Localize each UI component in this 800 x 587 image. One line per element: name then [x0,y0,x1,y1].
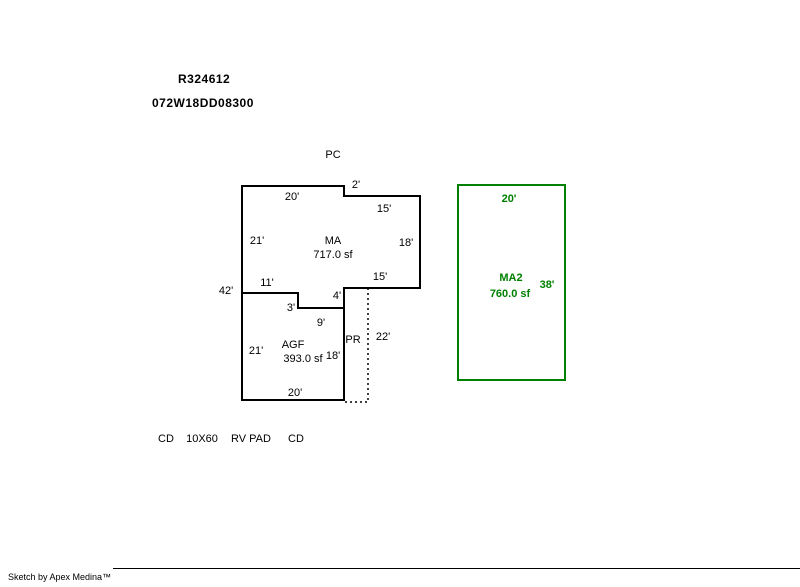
cd-left-label: CD [158,433,174,445]
left-total-dim: 42' [218,285,234,297]
agf-left-dim: 21' [248,345,264,357]
ma-step-dim: 2' [351,179,361,191]
ma-upper-right-dim: 15' [376,203,392,215]
agf-top-dim: 11' [260,277,274,289]
ma-lower-right-dim: 4' [332,290,342,302]
ma2-outline [457,184,566,381]
agf-bottom-dim: 20' [287,387,303,399]
pr-dim: 22' [375,331,391,343]
record-id-label: R324612 [178,72,231,86]
pr-dotted-line [344,288,369,403]
cd-right-label: CD [288,433,304,445]
ma2-right-dim: 38' [539,279,555,291]
main-building-outline [241,185,421,401]
ma-agf-division-line [242,292,344,309]
ma2-area-label: 760.0 sf [489,288,531,300]
ma-top-dim: 20' [284,191,300,203]
ma2-label: MA2 [499,272,523,284]
pc-label: PC [325,149,341,161]
ma-right-dim: 18' [398,237,414,249]
ma-area-label: 717.0 sf [313,249,353,261]
ma2-top-dim: 20' [501,193,517,205]
ma-label: MA [324,235,342,247]
agf-step-down-dim: 3' [286,302,296,314]
footer-divider [113,568,800,569]
rv-pad-label: RV PAD [231,433,271,445]
agf-right-dim: 18' [325,350,341,362]
agf-area-label: 393.0 sf [283,353,323,365]
size-label: 10X60 [186,433,218,445]
parcel-id-label: 072W18DD08300 [152,96,254,110]
footer-credit: Sketch by Apex Medina™ [8,572,112,582]
agf-label: AGF [281,339,305,351]
ma-left-dim: 21' [249,235,265,247]
pr-label: PR [345,334,361,346]
agf-step-right-dim: 9' [316,317,326,329]
ma-bottom-dim: 15' [372,271,388,283]
